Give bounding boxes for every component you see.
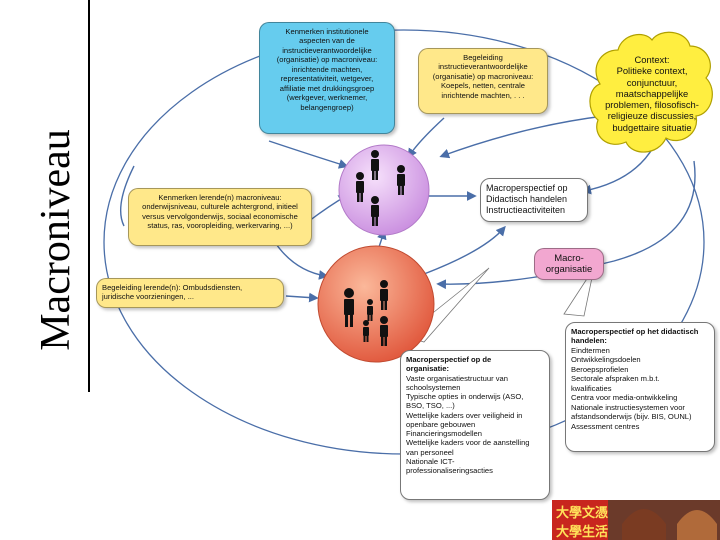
didactic-perspective-line: Eindtermen (571, 345, 610, 355)
org-perspective-line: Wettelijke kaders voor de aanstelling (406, 438, 530, 448)
learner-features-box: Kenmerken lerende(n) macroniveau: onderw… (128, 188, 312, 246)
connector-guidance-learner-orange (285, 292, 319, 303)
guidance-org-box: Begeleiding instructieverantwoordelijke … (418, 48, 548, 114)
context-line: maatschappelijke (615, 87, 689, 99)
connector-institutional-purple (268, 140, 349, 169)
connector-learner-orange (273, 240, 329, 280)
guidance-org-line: instructieverantwoordelijke (438, 62, 528, 72)
org-perspective-title: organisatie: (406, 364, 450, 374)
didactic-perspective-title: Macroperspectief op het didactisch (571, 327, 699, 336)
org-perspective-line: van personeel (406, 447, 454, 457)
learner-features-line: Kenmerken lerende(n) macroniveau: (158, 193, 282, 202)
learner-features-line: status, ras, vooropleiding, werkervaring… (147, 221, 293, 231)
context-cloud (589, 31, 713, 153)
photo-caption-2: 大學生活 (556, 524, 608, 540)
context-line: problemen, filosofisch- (605, 99, 699, 111)
person-icon (371, 196, 379, 226)
institutional-box: Kenmerken institutionele aspecten van de… (259, 22, 395, 134)
institutional-line: affiliatie met drukkingsgroep (279, 83, 375, 93)
didactic-perspective-line: kwalificaties (571, 383, 612, 393)
macro-perspective-line: Didactisch handelen (486, 193, 568, 204)
didactic-perspective-title: handelen: (571, 336, 607, 346)
person-icon (344, 288, 354, 327)
connector-guidance-purple (407, 117, 445, 159)
diagram-graphics (103, 29, 705, 455)
institutional-line: inrichtende machten, (291, 64, 363, 74)
org-perspective-line: professionaliseringsacties (406, 466, 493, 475)
institutional-line: representativiteit, wetgever, (280, 74, 374, 84)
didactic-perspective-line: Assessment centres (571, 421, 640, 431)
institutional-line: instructieverantwoordelijke (282, 45, 372, 55)
context-line: budgettaire situatie (612, 121, 692, 133)
context-line: Politieke context, (616, 65, 688, 77)
macro-perspective-line: Macroperspectief op (486, 183, 568, 193)
guidance-org-line: (organisatie) op macroniveau: (432, 71, 534, 81)
side-title: Macroniveau (33, 129, 80, 351)
org-perspective-line: Vaste organisatiestructuur van (406, 373, 509, 383)
connector-context-orange (436, 160, 696, 290)
context-text: Context: Politieke context, conjunctuur,… (594, 54, 710, 133)
people-icons-individual (356, 150, 405, 226)
macro-perspective-line: Instructieactiviteiten (486, 204, 566, 215)
photo-caption-1: 大學文憑 (556, 505, 608, 521)
learner-features-line: onderwijsniveau, culturele achtergrond, … (142, 202, 298, 212)
side-title-container: Macroniveau (26, 85, 86, 395)
guidance-org-line: inrichtende machten, . . . (441, 90, 525, 100)
org-perspective-title: Macroperspectief op de (406, 355, 492, 364)
person-icon (363, 320, 369, 342)
person-icon (380, 316, 388, 346)
org-perspective-line: BSO, TSO, ...) (406, 401, 455, 411)
guidance-org-line: Begeleiding (463, 53, 503, 62)
connector-context-purple (439, 115, 605, 159)
context-line: Context: (634, 54, 670, 65)
didactic-perspective-line: Centra voor media-ontwikkeling (571, 393, 678, 403)
person-icon (367, 299, 373, 321)
org-perspective-line: Typische opties in onderwijs (ASO, (406, 392, 524, 401)
person-icon (380, 280, 388, 310)
didactic-perspective-line: Ontwikkelingsdoelen (571, 355, 641, 365)
didactic-perspective-line: afstandsonderwijs (bijv. BIS, OUNL) (571, 412, 692, 422)
learner-features-line: versus vervolgonderwijs, sociaal economi… (142, 211, 298, 221)
institutional-line: belangengroep) (300, 102, 354, 112)
people-icons-group (344, 280, 388, 346)
didactic-perspective-box: Macroperspectief op het didactisch hande… (565, 322, 715, 452)
guidance-learner-line: juridische voorzieningen, ... (102, 292, 195, 302)
pointer-didactic (563, 267, 595, 317)
didactic-perspective-line: Nationale instructiesystemen voor (571, 402, 685, 412)
didactic-perspective-line: Sectorale afspraken m.b.t. (571, 374, 660, 384)
group-circle (317, 245, 435, 363)
org-perspective-line: openbare gebouwen (406, 419, 476, 429)
institutional-line: Kenmerken institutionele (285, 27, 369, 36)
institutional-line: (werkgever, werknemer, (286, 93, 368, 103)
person-icon (397, 165, 405, 195)
guidance-learner-line: Begeleiding lerende(n): Ombudsdiensten, (102, 283, 243, 292)
guidance-org-line: Koepels, netten, centrale (440, 81, 525, 91)
guidance-learner-box: Begeleiding lerende(n): Ombudsdiensten, … (96, 278, 284, 308)
individual-circle (338, 144, 430, 236)
org-perspective-line: Financieringsmodellen (406, 429, 482, 438)
students-photo: 大學文憑 大學生活 (552, 500, 720, 540)
connector-institutional-learner-left (119, 165, 135, 227)
context-line: conjunctuur, (626, 76, 678, 88)
macro-organisation-line: Macro- (554, 253, 584, 264)
institutional-line: aspecten van de (299, 36, 355, 46)
macro-perspective-didactic-box: Macroperspectief op Didactisch handelen … (480, 178, 588, 222)
person-icon (356, 172, 364, 202)
macro-organisation-line: organisatie (545, 264, 593, 276)
didactic-perspective-line: Beroepsprofielen (571, 364, 629, 374)
org-perspective-line: Wettelijke kaders over veiligheid in (406, 410, 523, 420)
org-perspective-line: schoolsystemen (406, 382, 461, 392)
vertical-divider (88, 0, 90, 392)
org-perspective-line: Nationale ICT- (406, 456, 455, 466)
connector-orange-macroperspective (423, 225, 506, 275)
org-perspective-box: Macroperspectief op de organisatie: Vast… (400, 350, 550, 500)
connector-context-macroperspective (581, 145, 655, 195)
context-line: religieuze discussies, (607, 110, 697, 122)
institutional-line: (organisatie) op macroniveau: (276, 55, 378, 65)
person-icon (371, 150, 379, 180)
macro-organisation-box: Macro- organisatie (534, 248, 604, 280)
